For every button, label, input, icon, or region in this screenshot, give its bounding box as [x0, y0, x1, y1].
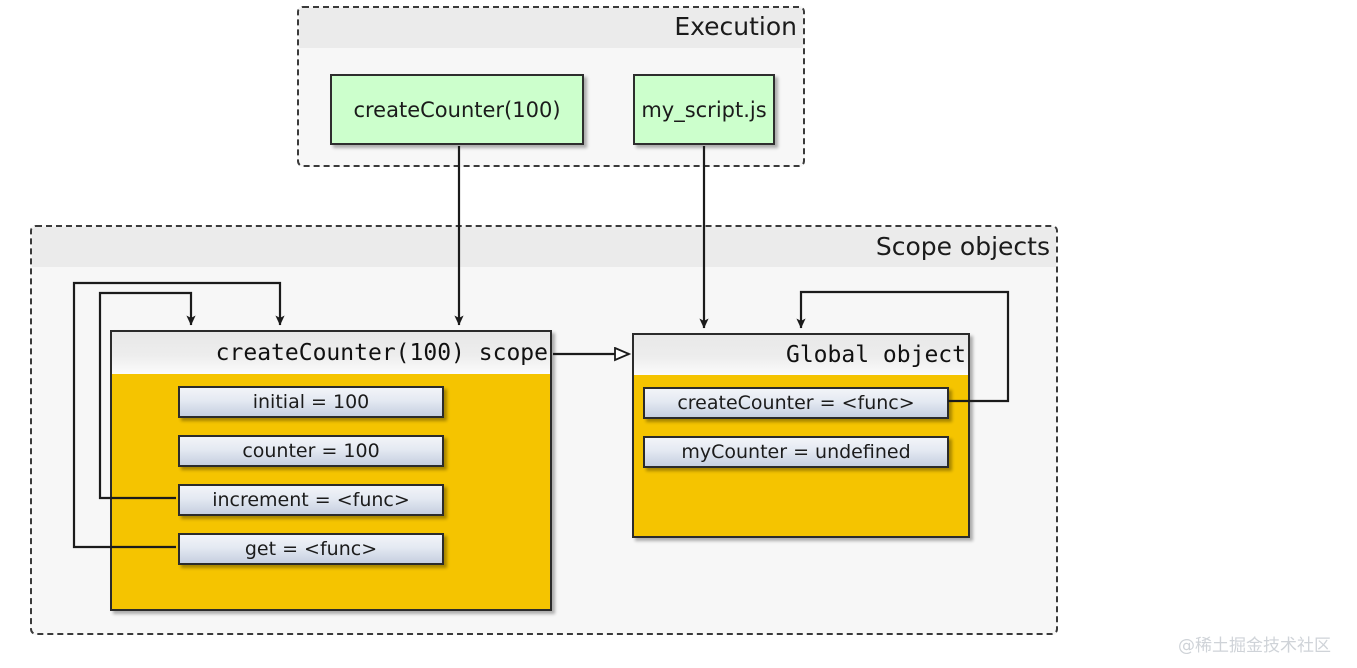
watermark: @稀土掘金技术社区 [1178, 636, 1331, 656]
variable-row[interactable]: initial = 100 [178, 386, 444, 418]
scope-objects-container-header [32, 227, 1056, 267]
scope-box-create-counter-header: createCounter(100) scope [112, 332, 550, 374]
variable-row[interactable]: get = <func> [178, 533, 444, 565]
variable-row[interactable]: increment = <func> [178, 484, 444, 516]
execution-frame-my-script[interactable]: my_script.js [633, 74, 775, 145]
scope-box-global-object-header: Global object [634, 335, 968, 375]
scope-objects-container-title: Scope objects [875, 232, 1050, 261]
variable-row[interactable]: myCounter = undefined [643, 436, 949, 468]
scope-box-global-object[interactable]: Global object createCounter = <func> myC… [632, 333, 970, 538]
variable-row[interactable]: counter = 100 [178, 435, 444, 467]
execution-container-header [299, 8, 803, 48]
execution-container-title: Execution [674, 12, 797, 41]
scope-box-create-counter[interactable]: createCounter(100) scope initial = 100 c… [110, 330, 552, 611]
variable-row[interactable]: createCounter = <func> [643, 387, 949, 419]
scope-box-create-counter-title: createCounter(100) scope [215, 339, 548, 366]
scope-box-global-object-title: Global object [785, 341, 966, 368]
execution-frame-create-counter[interactable]: createCounter(100) [330, 74, 584, 145]
